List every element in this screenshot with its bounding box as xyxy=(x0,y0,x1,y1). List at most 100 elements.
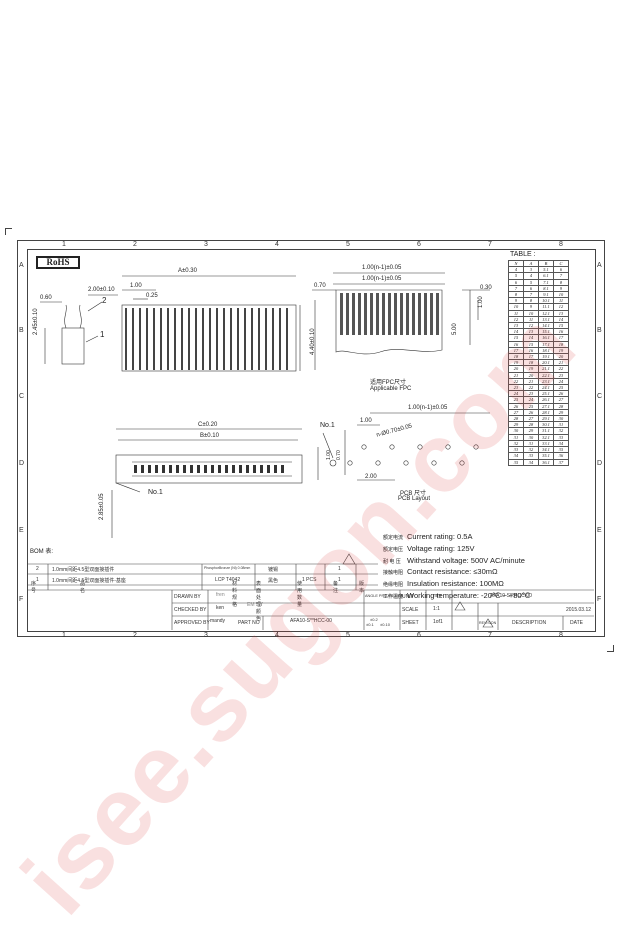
drawn-by-value: fren xyxy=(216,592,225,598)
bom-header-cell: 品 名 xyxy=(80,581,86,594)
table-header: C xyxy=(553,259,569,268)
table-cell: 19 xyxy=(553,346,569,355)
dim-025: 0.25 xyxy=(146,293,158,299)
spec-value: Contact resistance: ≤30mΩ xyxy=(407,567,498,577)
checked-extra: EM xyxy=(247,602,255,608)
revision-triangles xyxy=(342,553,494,628)
bom-header-cell: 表面处理/颜色 xyxy=(256,581,263,622)
spec-label-cn: 额定电流 xyxy=(383,535,404,541)
table-cell: 13 xyxy=(553,309,569,317)
pcb-label-en: PCB Layout xyxy=(398,496,431,502)
col-label: 7 xyxy=(488,241,492,248)
sheet-label: SHEET xyxy=(402,620,419,626)
bom-cell: 1.0mm间距4.5型双面接插件-基座 xyxy=(52,578,126,584)
tolerance-3: ±0.10 xyxy=(380,622,390,627)
table-cell: 36.1 xyxy=(538,458,554,466)
col-label: 5 xyxy=(346,632,350,639)
col-label: 2 xyxy=(133,632,137,639)
bom-cell: 1 xyxy=(338,577,341,583)
dim-070: 0.70 xyxy=(314,283,326,289)
top-view-slots xyxy=(134,465,284,473)
table-cell: 22 xyxy=(553,365,569,373)
scale-value: 1:1 xyxy=(433,606,440,612)
table-cell: 36 xyxy=(553,452,569,460)
pcb-origin-hole xyxy=(329,459,337,467)
angle-projection-label: ANGLE PROJECTION xyxy=(365,594,404,598)
table-cell: 33 xyxy=(553,433,569,441)
table-cell: 15 xyxy=(553,322,569,330)
sheet-value: 1of1 xyxy=(433,619,443,625)
bom-cell: 镀锡 xyxy=(268,567,279,573)
date-value: 2015.03.12 xyxy=(566,607,592,613)
col-label: 6 xyxy=(417,241,421,248)
drawing-frame xyxy=(17,240,605,637)
bom-title-lines xyxy=(28,563,594,630)
callout-2: 2 xyxy=(102,296,107,305)
col-label: 4 xyxy=(275,632,279,639)
dim-h100: 1.00 xyxy=(326,450,332,460)
col-label: 8 xyxy=(559,632,563,639)
bom-header-cell: 备 注 xyxy=(333,581,339,594)
bom-header-cell: 序号 xyxy=(31,581,37,594)
spec-value: Voltage rating: 125V xyxy=(407,543,475,553)
unit-value: mm xyxy=(433,593,442,599)
spec-value: Insulation resistance: 100MΩ xyxy=(407,579,504,589)
side-view-contact-left xyxy=(64,304,67,329)
table-cell: 18 xyxy=(553,340,569,348)
date-label: DATE xyxy=(570,620,583,626)
top-view xyxy=(111,428,319,538)
checked-by-label: CHECKED BY xyxy=(174,607,207,613)
table-cell: 23 xyxy=(553,371,569,379)
row-label: F xyxy=(597,596,602,603)
table-cell: 34 xyxy=(553,439,569,448)
dim-440: 4.40±0.10 xyxy=(310,328,316,355)
part-no-value: AFA10-S**HCC-00 xyxy=(290,618,332,624)
dim-100b: 1.00 xyxy=(478,296,484,308)
table-cell: 14 xyxy=(553,315,569,324)
table-cell: 27 xyxy=(553,396,569,404)
dim-pcb-top: 1.00(n-1)±0.05 xyxy=(408,405,448,411)
dim-500: 5.00 xyxy=(452,323,458,335)
table-cell: 30 xyxy=(553,415,569,423)
col-label: 3 xyxy=(204,241,208,248)
table-cell: 25 xyxy=(553,384,569,392)
table-cell: 21 xyxy=(553,359,569,367)
technical-drawing xyxy=(28,272,594,630)
fpc-traces xyxy=(340,293,439,335)
approved-by-label: APPROVED BY xyxy=(174,620,210,626)
dim-fpc2: 1.00(n-1)±0.05 xyxy=(362,276,402,282)
bom-header-cell: 版本 xyxy=(359,581,365,594)
fpc-label-en: Applicable FPC xyxy=(370,386,412,392)
dim-fpc1: 1.00(n-1)±0.05 xyxy=(362,265,402,271)
table-cell: 11 xyxy=(553,297,569,305)
table-cell: 35 xyxy=(553,446,569,454)
bom-cell: 1 xyxy=(338,566,341,572)
bom-cell: 1 PCS xyxy=(302,577,317,583)
bom-header-cell: 使用数量 xyxy=(297,581,303,608)
scale-label: SCALE xyxy=(402,607,419,613)
pcb-layout xyxy=(322,412,490,481)
row-label: B xyxy=(597,327,602,334)
front-view-pins xyxy=(125,308,288,370)
spec-value: Working temperature: -20℃ ~ +80℃ xyxy=(407,590,531,600)
dim-h070: 0.70 xyxy=(336,450,342,460)
